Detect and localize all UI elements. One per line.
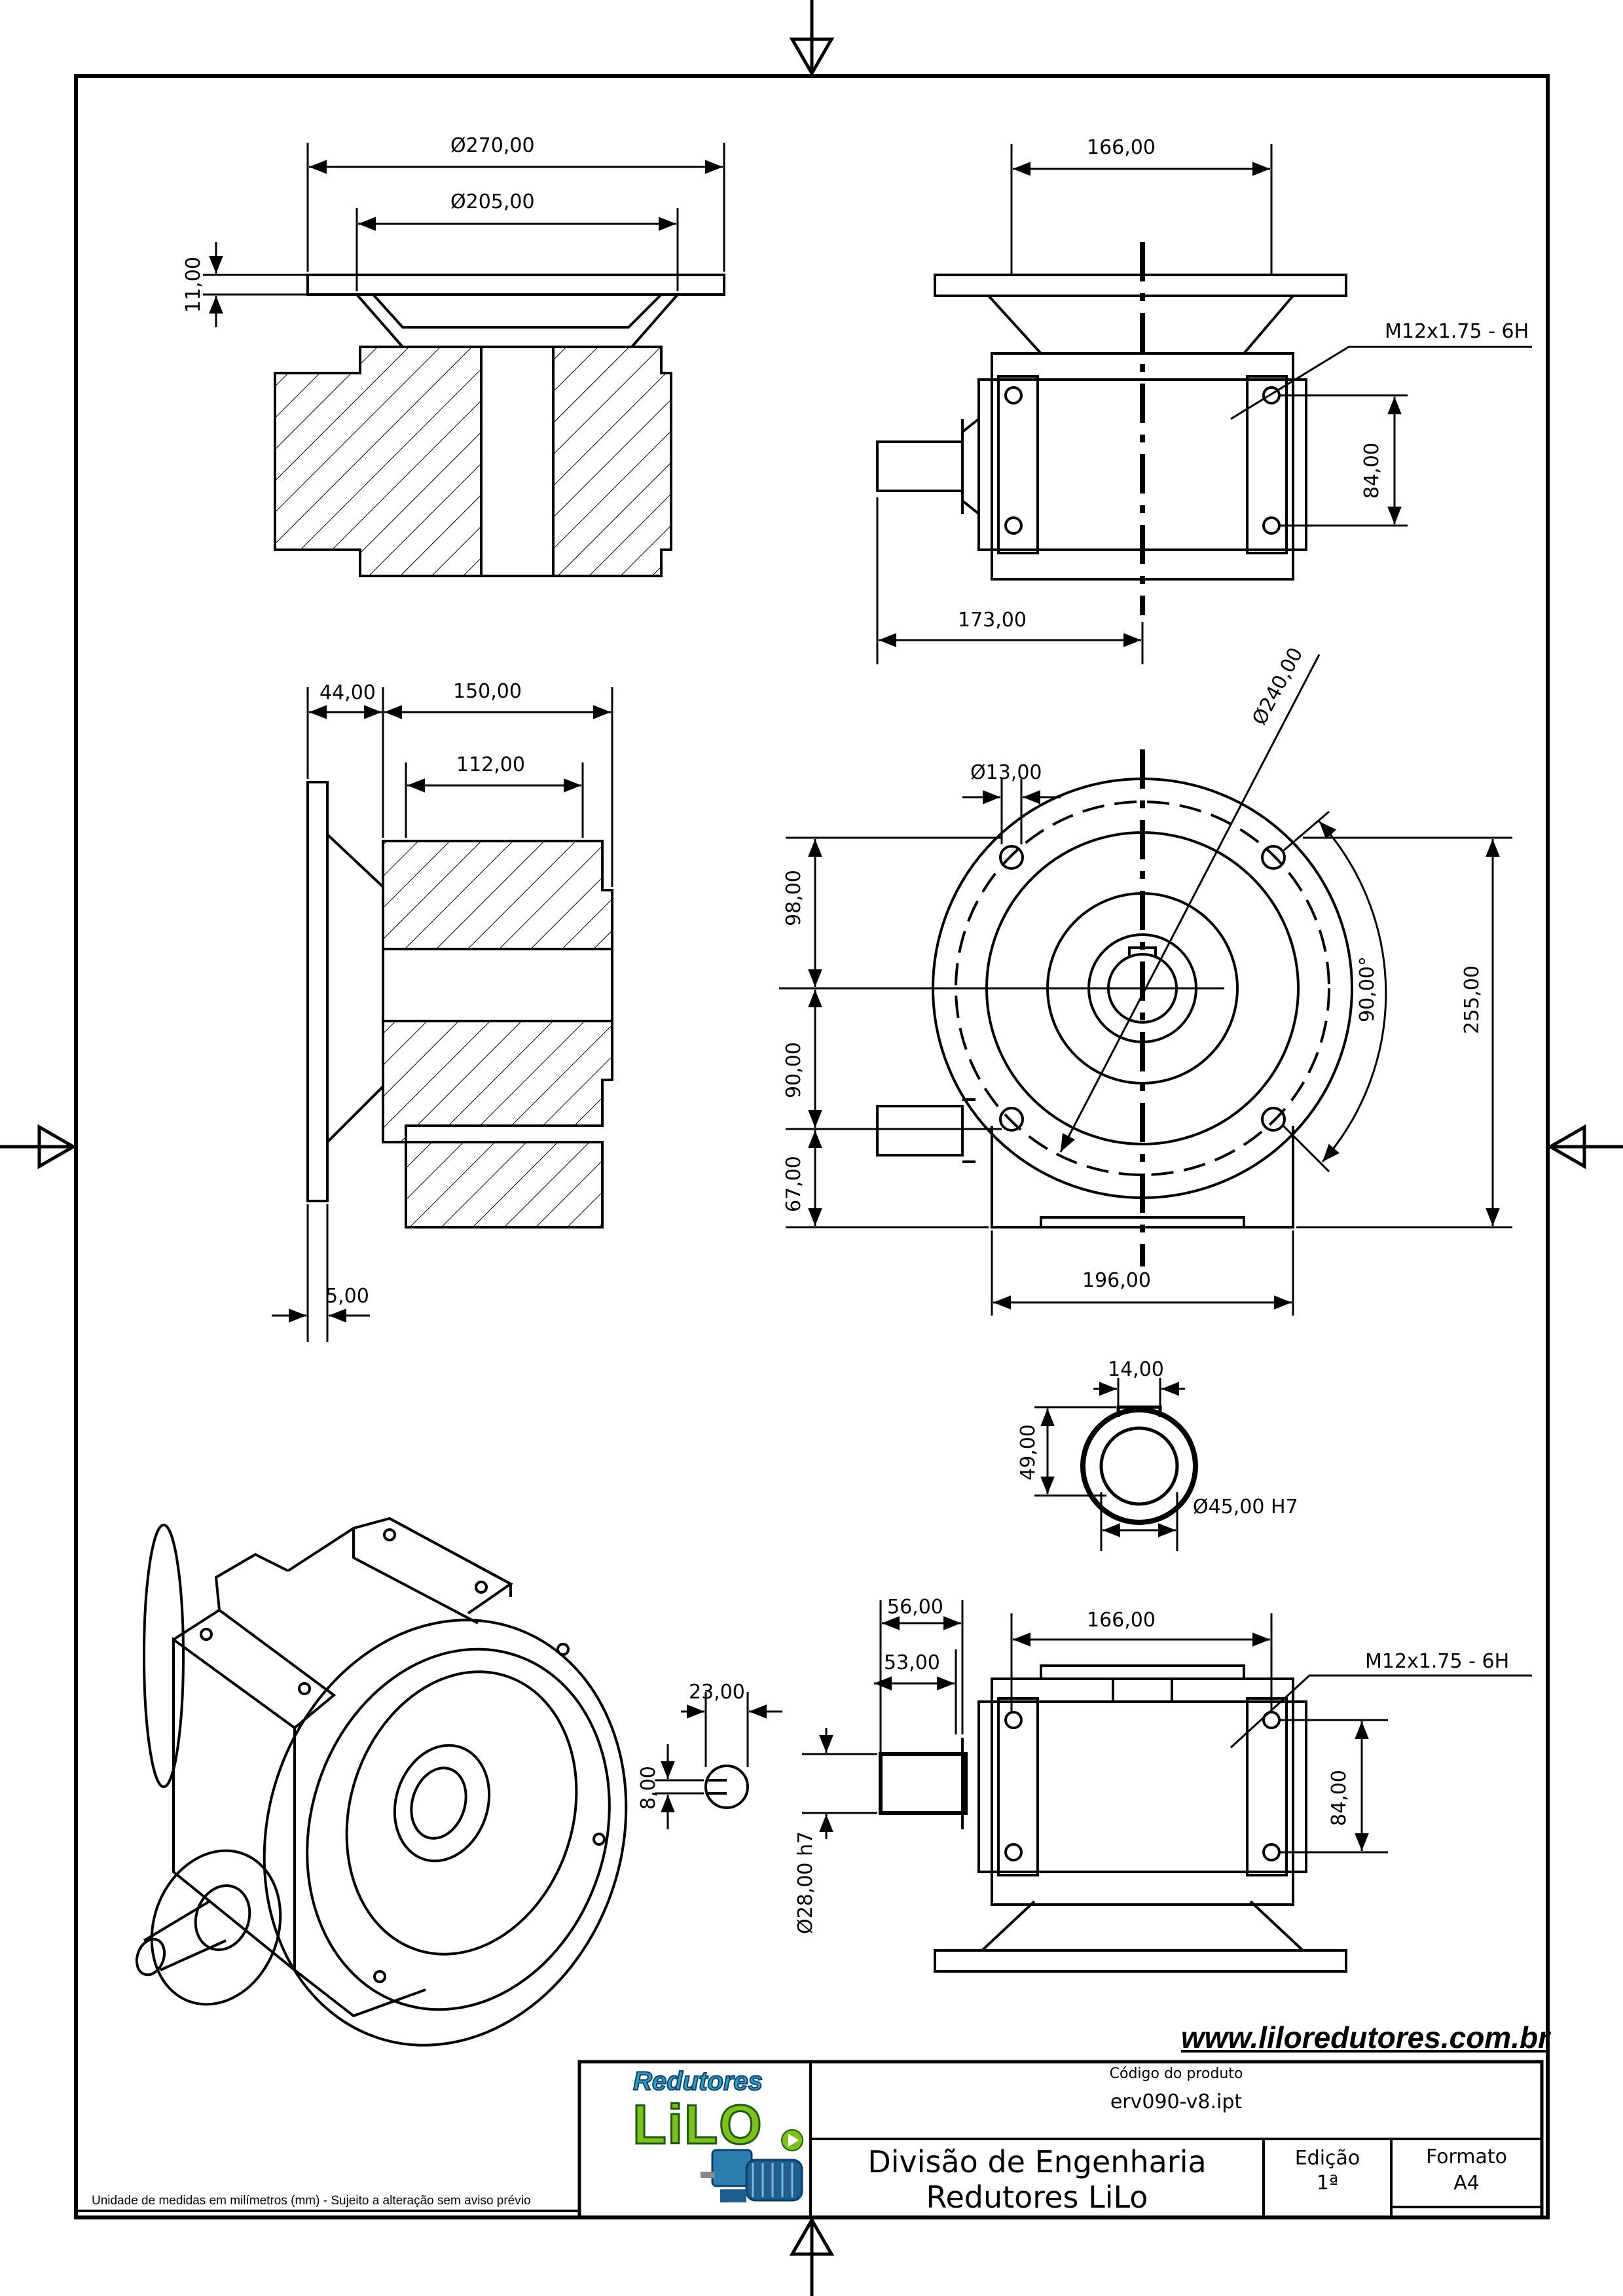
website-url[interactable]: www.liloredutores.com.br (1180, 2020, 1550, 2054)
dim-w44: 44,00 (319, 681, 376, 704)
section-view-middle-left (306, 781, 613, 1229)
dim-w166-bot: 166,00 (1087, 1609, 1156, 1632)
top-view-right (876, 242, 1347, 615)
dim-h84-bot: 84,00 (1328, 1770, 1351, 1826)
dim-d270: Ø270,00 (450, 134, 535, 157)
product-code-value: erv090-v8.ipt (1110, 2090, 1243, 2113)
bottom-view-right (879, 1664, 1347, 1973)
dim-h255: 255,00 (1461, 965, 1484, 1034)
dim-w23: 23,00 (689, 1681, 745, 1704)
section-view-top-left (274, 274, 725, 577)
dim-w173: 173,00 (958, 609, 1027, 632)
dim-w166-top: 166,00 (1087, 136, 1156, 159)
dim-thread-top: M12x1.75 - 6H (1385, 320, 1529, 343)
edition-value: 1ª (1316, 2172, 1339, 2195)
dim-w11: 11,00 (182, 257, 205, 313)
dim-w56: 56,00 (887, 1596, 943, 1619)
dim-d28: Ø28,00 h7 (794, 1831, 817, 1934)
dim-w14: 14,00 (1108, 1358, 1164, 1381)
dim-w150: 150,00 (453, 680, 522, 703)
dim-h8: 8,00 (637, 1766, 660, 1810)
logo-word-lilo: LiLO (632, 2093, 763, 2157)
product-code-label: Código do produto (1109, 2066, 1243, 2082)
play-icon (781, 2129, 803, 2151)
front-view-center (779, 749, 1353, 1266)
title-block (76, 2060, 1544, 2219)
bore-detail-view (1080, 1405, 1198, 1525)
motor-icon (701, 2149, 803, 2202)
dim-w196: 196,00 (1082, 1269, 1151, 1292)
units-note: Unidade de medidas em milímetros (mm) - … (92, 2194, 531, 2208)
dim-thread-bot: M12x1.75 - 6H (1365, 1650, 1509, 1673)
dim-h84-top: 84,00 (1360, 442, 1383, 499)
dim-d205: Ø205,00 (450, 190, 535, 213)
dim-ang90: 90,00° (1356, 956, 1379, 1022)
logo-word-redutores: Redutores (632, 2066, 763, 2096)
dim-d240: Ø240,00 (1248, 644, 1307, 729)
division-line1: Divisão de Engenharia (867, 2144, 1207, 2179)
isometric-view (135, 1516, 628, 2047)
dim-h49: 49,00 (1017, 1424, 1040, 1480)
dim-d13: Ø13,00 (970, 761, 1042, 784)
edition-label: Edição (1294, 2147, 1360, 2170)
dim-w112: 112,00 (456, 753, 525, 776)
division-line2: Redutores LiLo (926, 2179, 1148, 2215)
shaft-keyway-detail (704, 1765, 749, 1809)
dim-w53: 53,00 (884, 1651, 940, 1674)
dim-w5: 5,00 (325, 1285, 369, 1308)
format-value: A4 (1453, 2172, 1480, 2195)
dim-h67: 67,00 (782, 1156, 805, 1212)
dim-h90: 90,00 (782, 1042, 805, 1098)
format-label: Formato (1425, 2145, 1508, 2168)
dimension-lines (203, 143, 1532, 1854)
dim-h98: 98,00 (782, 870, 805, 926)
dim-d45: Ø45,00 H7 (1193, 1496, 1298, 1518)
